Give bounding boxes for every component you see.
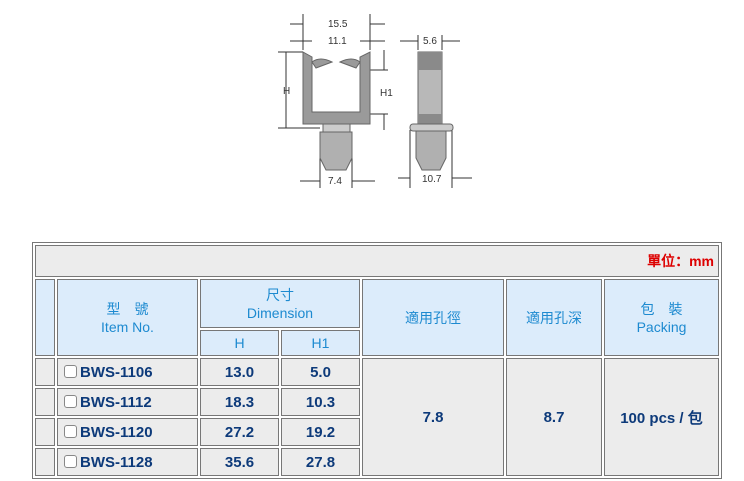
item-checkbox[interactable] (64, 364, 77, 378)
item-cell: BWS-1112 (57, 388, 198, 416)
dim-5-6: 5.6 (423, 36, 437, 47)
unit-label: 單位：mm (35, 245, 719, 277)
table-row: BWS-1106 13.0 5.0 7.8 8.7 100 pcs / 包 (35, 358, 719, 476)
h1-cell: 5.0 (281, 358, 360, 386)
h-cell: 27.2 (200, 418, 279, 446)
h-cell: 35.6 (200, 448, 279, 476)
h1-cell: 27.8 (281, 448, 360, 476)
h1-header: H1 (281, 330, 360, 356)
h1-cell: 10.3 (281, 388, 360, 416)
row-spacer (35, 418, 55, 446)
hole-depth-header: 適用孔深 (506, 279, 602, 356)
hole-diameter-cell: 7.8 (362, 358, 504, 476)
select-column-header (35, 279, 55, 356)
packing-header-en: Packing (636, 318, 687, 335)
dimension-header-zh: 尺寸 (266, 286, 294, 303)
product-dimension-drawing: 15.5 11.1 5.6 H H1 7.4 10.7 (278, 14, 472, 188)
hole-depth-cell: 8.7 (506, 358, 602, 476)
table-row: BWS-1120 27.2 19.2 (35, 418, 719, 446)
h1-cell: 19.2 (281, 418, 360, 446)
item-number: BWS-1120 (80, 423, 153, 441)
packing-header-zh: 包 裝 (640, 300, 683, 317)
dim-h1: H1 (380, 88, 393, 99)
item-number: BWS-1106 (80, 363, 153, 381)
h-header: H (200, 330, 279, 356)
item-checkbox[interactable] (64, 394, 77, 408)
item-cell: BWS-1106 (57, 358, 198, 386)
item-cell: BWS-1120 (57, 418, 198, 446)
table-row: BWS-1128 35.6 27.8 (35, 448, 719, 476)
h-cell: 13.0 (200, 358, 279, 386)
item-checkbox[interactable] (64, 454, 77, 468)
item-cell: BWS-1128 (57, 448, 198, 476)
item-number: BWS-1128 (80, 453, 153, 471)
hole-diameter-header: 適用孔徑 (362, 279, 504, 356)
dim-15-5: 15.5 (328, 19, 348, 30)
packing-cell: 100 pcs / 包 (604, 358, 719, 476)
dim-7-4: 7.4 (328, 176, 342, 187)
dim-10-7: 10.7 (422, 174, 442, 185)
row-spacer (35, 388, 55, 416)
dim-h: H (283, 86, 290, 97)
item-header-en: Item No. (101, 318, 154, 335)
item-checkbox[interactable] (64, 424, 77, 438)
row-spacer (35, 358, 55, 386)
row-spacer (35, 448, 55, 476)
table-row: BWS-1112 18.3 10.3 (35, 388, 719, 416)
dim-11-1: 11.1 (328, 36, 347, 47)
dimension-header-en: Dimension (246, 304, 314, 321)
item-header-zh: 型 號 (106, 300, 149, 317)
item-number: BWS-1112 (80, 393, 152, 411)
h-cell: 18.3 (200, 388, 279, 416)
